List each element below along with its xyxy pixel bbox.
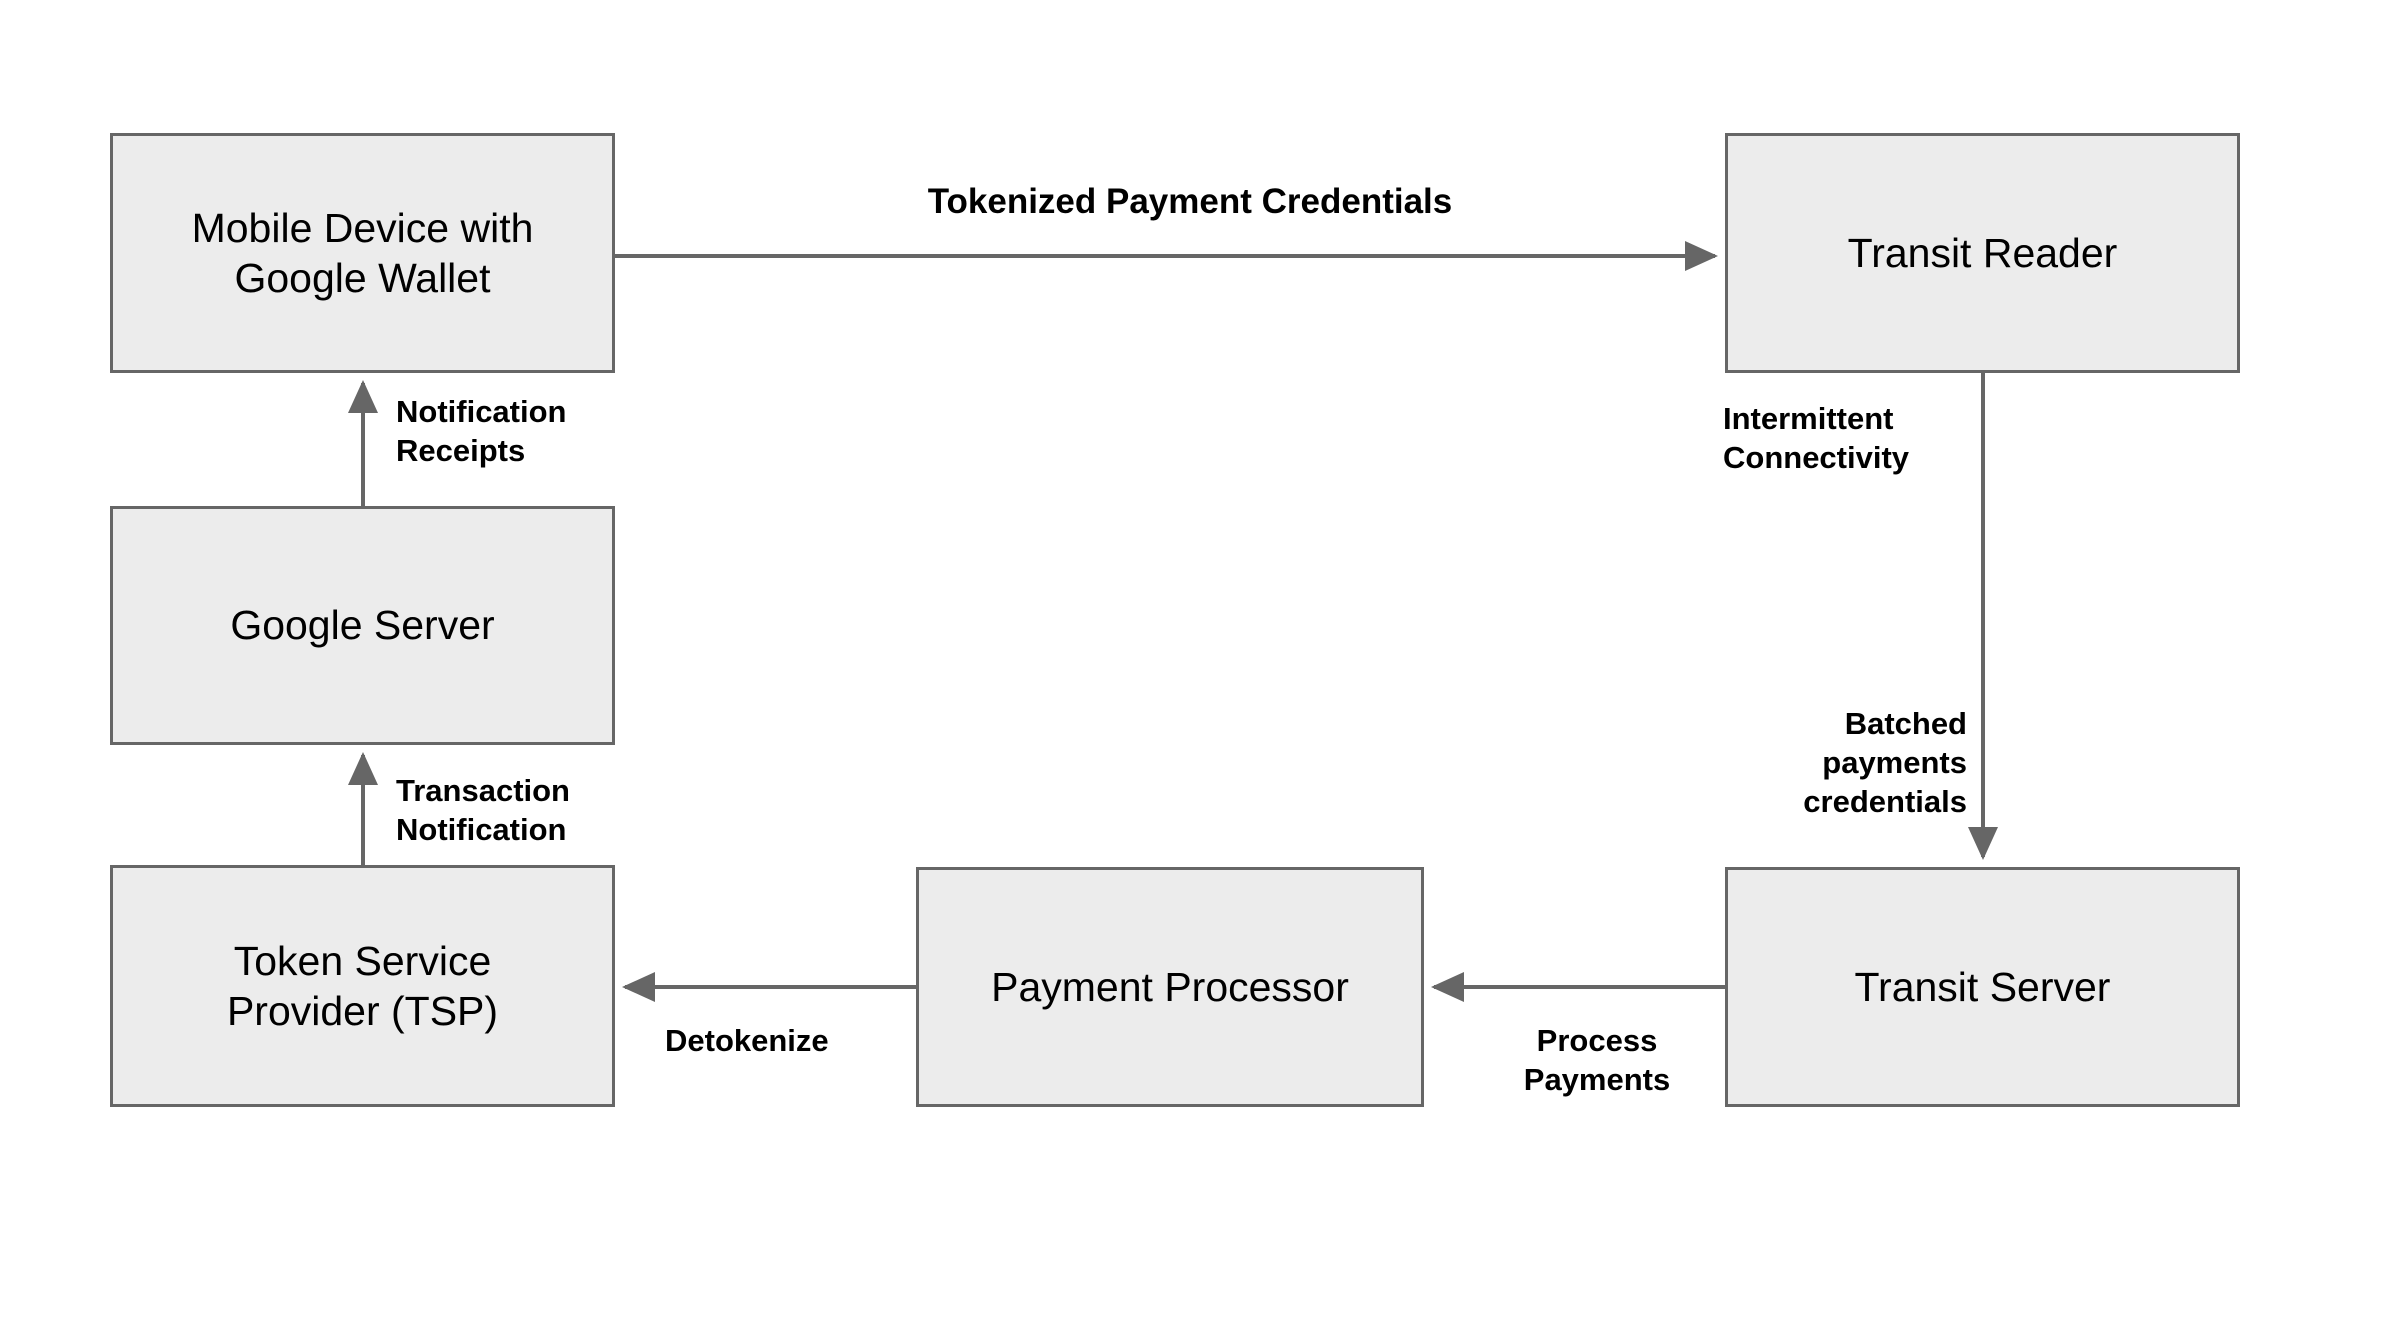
node-transit-reader-label: Transit Reader — [1847, 229, 2118, 276]
node-mobile-device[interactable]: Mobile Device with Google Wallet — [110, 133, 615, 373]
node-transit-reader[interactable]: Transit Reader — [1725, 133, 2240, 373]
node-transit-server-label: Transit Server — [1854, 963, 2111, 1010]
edge-label-detokenize: Detokenize — [665, 1023, 829, 1058]
node-google-server[interactable]: Google Server — [110, 506, 615, 745]
edge-label-tokenized-payment-credentials: Tokenized Payment Credentials — [927, 182, 1453, 221]
node-mobile-device-label: Mobile Device with Google Wallet — [191, 204, 534, 301]
node-payment-processor-label: Payment Processor — [991, 963, 1349, 1010]
edge-label-intermittent-connectivity: Intermittent Connectivity — [1723, 401, 1910, 475]
node-token-service-provider[interactable]: Token Service Provider (TSP) — [110, 865, 615, 1107]
edge-label-process-payments: Process Payments — [1523, 1023, 1671, 1097]
node-payment-processor[interactable]: Payment Processor — [916, 867, 1424, 1107]
edge-label-batched-payments-credentials: Batched payments credentials — [1803, 706, 1967, 819]
node-google-server-label: Google Server — [230, 602, 495, 649]
edge-label-transaction-notification: Transaction Notification — [396, 773, 570, 847]
edge-label-notification-receipts: Notification Receipts — [396, 394, 567, 468]
node-token-service-provider-label: Token Service Provider (TSP) — [226, 937, 499, 1034]
node-transit-server[interactable]: Transit Server — [1725, 867, 2240, 1107]
